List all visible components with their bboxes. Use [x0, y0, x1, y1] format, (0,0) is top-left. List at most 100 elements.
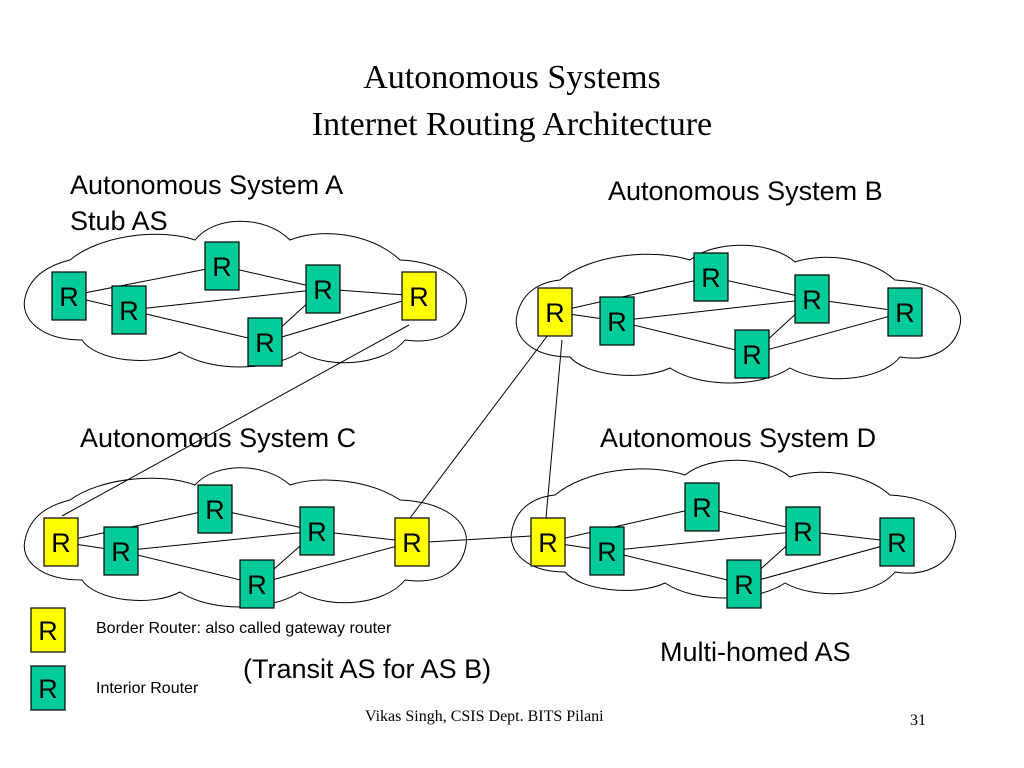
router-box: [30, 607, 66, 653]
interior-router-as-b: R: [599, 296, 635, 346]
legend-border-router-swatch: R: [30, 607, 66, 653]
as-a-link: [128, 288, 324, 311]
as-d-name: Autonomous System D: [600, 423, 877, 453]
router-label: R: [38, 616, 58, 646]
as-b-link: [751, 311, 906, 355]
as-d-multihomed-note: Multi-homed AS: [660, 637, 851, 667]
as-d-link: [606, 530, 804, 552]
router-label: R: [793, 517, 813, 547]
router-label: R: [307, 517, 327, 547]
as-c-link: [120, 530, 318, 552]
as-d-link: [606, 550, 745, 585]
as-d-cloud: [510, 459, 957, 599]
router-box: [794, 274, 830, 324]
router-label: R: [734, 570, 754, 600]
page-number: 31: [910, 712, 926, 729]
router-box: [537, 287, 573, 337]
router-box: [684, 482, 720, 532]
interior-router-as-a: R: [305, 264, 341, 314]
interior-router-as-c: R: [103, 526, 139, 576]
router-box: [239, 559, 275, 609]
router-box: [111, 285, 147, 335]
as-b-link: [616, 298, 813, 322]
as-c-name: Autonomous System C: [80, 423, 357, 453]
legend-border-router-text: Border Router: also called gateway route…: [96, 620, 392, 637]
router-box: [693, 252, 729, 302]
router-label: R: [119, 296, 139, 326]
as-b-link: [554, 276, 712, 313]
interior-router-as-a: R: [247, 317, 283, 367]
interior-router-as-a: R: [51, 271, 87, 321]
as-a-subtitle: Stub AS: [70, 206, 168, 236]
router-label: R: [802, 285, 822, 315]
router-box: [726, 559, 762, 609]
router-box: [394, 517, 430, 567]
border-router-as-c: R: [394, 517, 430, 567]
as-c-link: [60, 508, 216, 543]
router-box: [785, 506, 821, 556]
router-label: R: [212, 252, 232, 282]
router-box: [530, 517, 566, 567]
interior-router-as-d: R: [785, 506, 821, 556]
as-a-name: Autonomous System A: [70, 170, 344, 200]
router-box: [599, 296, 635, 346]
router-label: R: [313, 275, 333, 305]
slide-title-line-1: Autonomous Systems: [363, 59, 661, 96]
inter-as-link: [61, 324, 410, 517]
router-box: [51, 271, 87, 321]
router-label: R: [692, 493, 712, 523]
router-label: R: [51, 528, 71, 558]
router-label: R: [111, 537, 131, 567]
router-label: R: [38, 674, 58, 704]
router-label: R: [538, 528, 558, 558]
router-label: R: [701, 263, 721, 293]
as-d-link: [547, 506, 703, 543]
router-label: R: [205, 495, 225, 525]
router-label: R: [545, 298, 565, 328]
as-clouds: [23, 220, 962, 608]
router-label: R: [247, 570, 267, 600]
interior-router-as-a: R: [204, 241, 240, 291]
router-box: [879, 517, 915, 567]
interior-router-as-d: R: [684, 482, 720, 532]
interior-router-as-d: R: [879, 517, 915, 567]
interior-router-as-a: R: [111, 285, 147, 335]
as-b-link: [616, 320, 753, 355]
as-b-name: Autonomous System B: [608, 176, 883, 206]
router-box: [299, 506, 335, 556]
router-box: [197, 484, 233, 534]
interior-router-as-b: R: [734, 329, 770, 379]
border-router-as-b: R: [537, 287, 573, 337]
footer-author: Vikas Singh, CSIS Dept. BITS Pilani: [365, 708, 604, 725]
border-router-as-c: R: [43, 517, 79, 567]
as-c-cloud: [23, 467, 467, 608]
router-label: R: [402, 528, 422, 558]
router-box: [734, 329, 770, 379]
router-box: [589, 526, 625, 576]
border-router-as-d: R: [530, 517, 566, 567]
router-box: [204, 241, 240, 291]
interior-router-as-c: R: [239, 559, 275, 609]
interior-router-as-b: R: [794, 274, 830, 324]
router-box: [30, 665, 66, 711]
router-label: R: [255, 328, 275, 358]
as-c-link: [256, 541, 413, 585]
as-a-link: [128, 309, 266, 343]
interior-router-as-b: R: [693, 252, 729, 302]
router-label: R: [887, 528, 907, 558]
router-box: [43, 517, 79, 567]
router-box: [247, 317, 283, 367]
interior-router-as-d: R: [726, 559, 762, 609]
router-box: [887, 287, 923, 337]
router-label: R: [895, 298, 915, 328]
inter-as-link: [409, 334, 549, 519]
slide-title-line-2: Internet Routing Architecture: [311, 106, 713, 143]
interior-router-as-d: R: [589, 526, 625, 576]
inter-as-link: [427, 535, 532, 543]
router-label: R: [597, 537, 617, 567]
as-c-transit-note: (Transit AS for AS B): [243, 654, 492, 684]
router-box: [401, 271, 437, 321]
